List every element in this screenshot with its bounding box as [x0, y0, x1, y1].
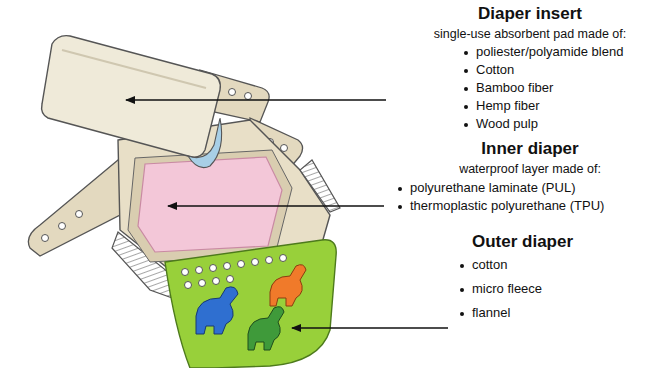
label-text: Hemp fiber [476, 98, 540, 113]
label-text: waterproof layer made of: [459, 162, 601, 176]
label-text: Cotton [476, 62, 514, 77]
section-heading: Inner diaper [481, 139, 578, 159]
material-item: cotton [458, 258, 507, 273]
label-text: poliester/polyamide blend [476, 44, 623, 59]
section-subtitle: waterproof layer made of: [459, 162, 601, 176]
diaper-insert [42, 36, 221, 157]
label-text: Inner diaper [481, 139, 578, 158]
bullet-dot [398, 205, 402, 209]
section-heading: Outer diaper [472, 232, 573, 252]
dino-green [248, 307, 284, 350]
label-text: thermoplastic polyurethane (TPU) [410, 198, 604, 213]
label-text: micro fleece [472, 281, 542, 296]
label-text: Wood pulp [476, 116, 538, 131]
material-item: Bamboo fiber [462, 81, 553, 96]
dino-orange [270, 265, 306, 306]
label-text: Bamboo fiber [476, 80, 553, 95]
insert-seam [62, 50, 206, 88]
material-item: Cotton [462, 63, 514, 78]
material-item: Wood pulp [462, 117, 538, 132]
leader-arrow [168, 205, 384, 207]
material-item: poliester/polyamide blend [462, 45, 623, 60]
bullet-dot [464, 105, 468, 109]
bullet-dot [460, 288, 464, 292]
material-item: micro fleece [458, 282, 542, 297]
leader-arrow [126, 99, 386, 101]
leg-elastic [300, 160, 340, 212]
material-item: thermoplastic polyurethane (TPU) [396, 199, 604, 214]
insert-underside [188, 118, 222, 168]
bullet-dot [398, 187, 402, 191]
section-heading: Diaper insert [478, 4, 582, 24]
label-text: polyurethane laminate (PUL) [410, 180, 575, 195]
snap [42, 235, 49, 242]
snap-row [182, 255, 287, 289]
snap [245, 93, 252, 100]
bullet-dot [464, 123, 468, 127]
leader-arrow [292, 327, 448, 329]
material-item: Hemp fiber [462, 99, 540, 114]
label-text: Outer diaper [472, 232, 573, 251]
section-subtitle: single-use absorbent pad made of: [434, 27, 627, 41]
bullet-dot [464, 51, 468, 55]
snap [281, 145, 288, 152]
material-item: polyurethane laminate (PUL) [396, 181, 575, 196]
bullet-dot [460, 312, 464, 316]
material-item: flannel [458, 306, 510, 321]
label-text: cotton [472, 257, 507, 272]
outer-front [165, 240, 336, 368]
snap [229, 89, 236, 96]
label-text: flannel [472, 305, 510, 320]
bullet-dot [460, 264, 464, 268]
label-text: single-use absorbent pad made of: [434, 27, 627, 41]
snap [59, 223, 66, 230]
dino-blue [196, 287, 238, 334]
snap [76, 211, 83, 218]
bullet-dot [464, 69, 468, 73]
label-text: Diaper insert [478, 4, 582, 23]
bullet-dot [464, 87, 468, 91]
inner-layer [138, 157, 282, 252]
